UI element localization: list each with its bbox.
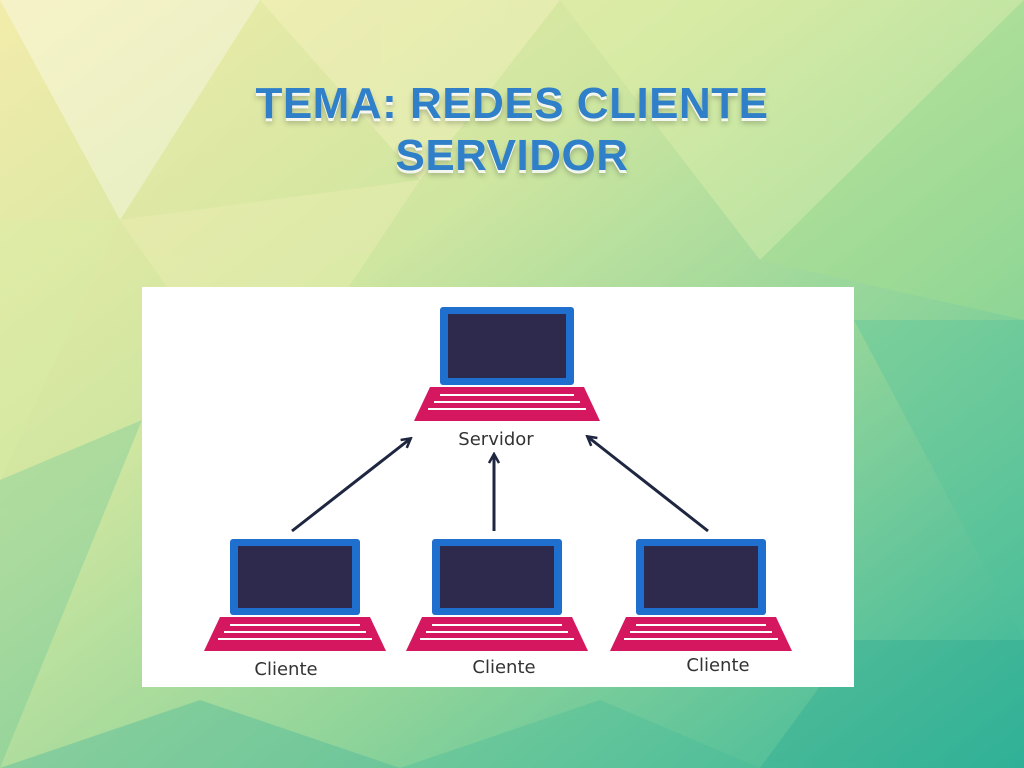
slide-title: TEMA: REDES CLIENTE SERVIDOR: [0, 78, 1024, 182]
client-server-diagram: Servidor Cli: [204, 307, 792, 680]
client-laptop-icon: [204, 539, 386, 651]
title-line-2: SERVIDOR: [395, 131, 629, 180]
arrow-up-icon: [588, 437, 709, 533]
arrow-up-icon: [291, 439, 410, 533]
client-label: Cliente: [472, 657, 535, 678]
client-laptop-icon: [610, 539, 792, 651]
client-label: Cliente: [686, 655, 749, 676]
client-laptop-icon: [406, 539, 588, 651]
diagram-panel: Servidor Cli: [142, 287, 854, 687]
title-line-1: TEMA: REDES CLIENTE: [255, 79, 769, 128]
server-laptop-icon: [414, 307, 600, 421]
server-label: Servidor: [458, 429, 534, 450]
client-label: Cliente: [254, 659, 317, 680]
